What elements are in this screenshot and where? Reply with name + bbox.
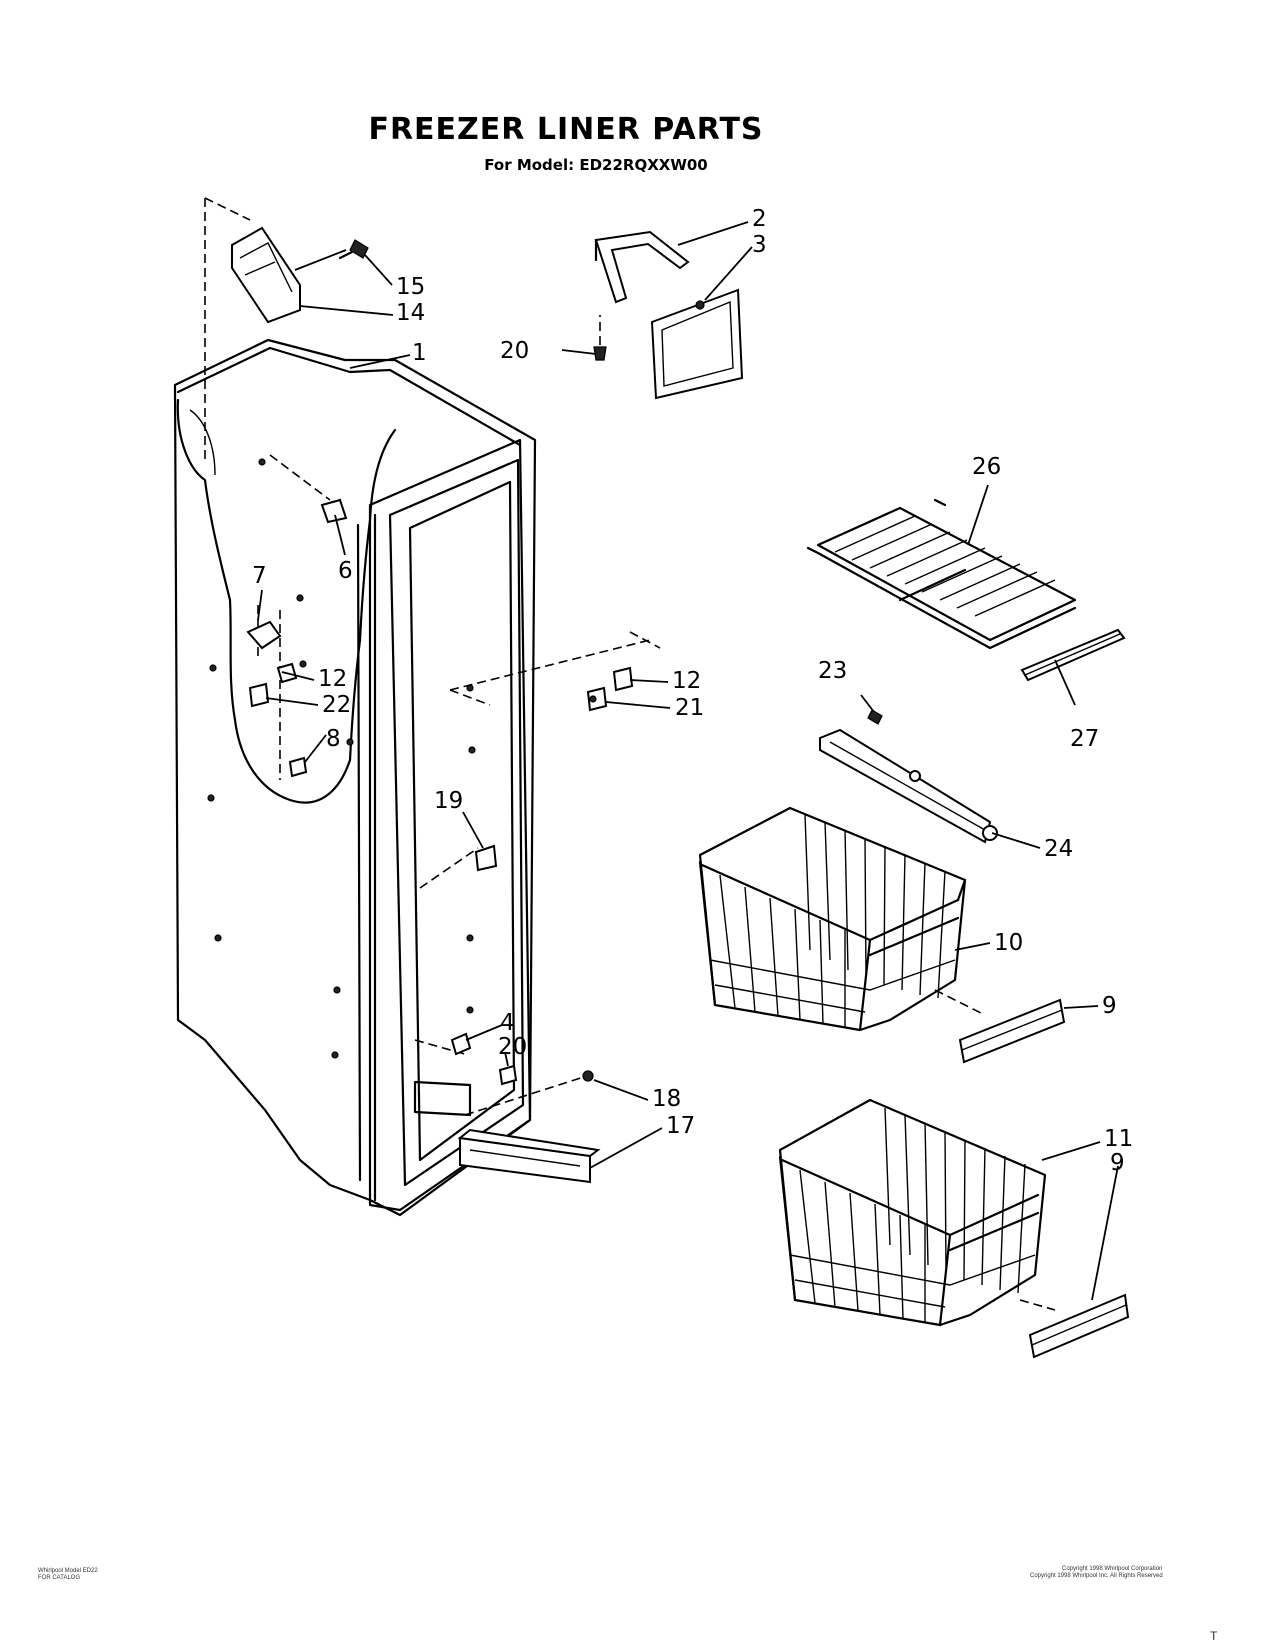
basket-trim-part [1028, 1293, 1130, 1359]
callout-12-left: 12 [318, 666, 348, 692]
callout-4: 4 [500, 1010, 515, 1036]
callout-7: 7 [252, 563, 267, 589]
callout-10: 10 [994, 930, 1024, 956]
callout-8: 8 [326, 726, 341, 752]
callout-9-upper: 9 [1102, 993, 1117, 1019]
corner-mark: T [1210, 1629, 1218, 1643]
phantom-lines [204, 197, 1056, 1311]
top-bracket-part [594, 230, 690, 304]
page-title: FREEZER LINER PARTS [368, 112, 764, 147]
callout-12-right: 12 [672, 668, 702, 694]
footer-left-line2: FOR CATALOG [38, 1575, 81, 1581]
upper-basket-part [698, 806, 967, 1032]
callout-11: 11 [1104, 1126, 1134, 1152]
wire-shelf-part [806, 498, 1077, 650]
callout-2: 2 [752, 206, 767, 232]
callout-27: 27 [1070, 726, 1100, 752]
screw-part [593, 346, 607, 361]
callout-18: 18 [652, 1086, 682, 1112]
callout-17: 17 [666, 1113, 696, 1139]
hinge-bracket-part [231, 226, 301, 324]
clip-parts [246, 498, 634, 1086]
callout-26: 26 [972, 454, 1002, 480]
lower-basket-part [778, 1098, 1047, 1327]
callout-20-bottom: 20 [498, 1034, 528, 1060]
screw-part [338, 239, 369, 260]
footer-right-line2: Copyright 1998 Whirlpool Inc. All Rights… [1030, 1573, 1163, 1579]
callout-3: 3 [752, 232, 767, 258]
callout-20-top: 20 [500, 338, 530, 364]
leader-lines [257, 221, 1119, 1301]
model-subtitle: For Model: ED22RQXXW00 [484, 156, 708, 174]
bottom-rail-part [457, 1070, 601, 1184]
callout-6: 6 [338, 558, 353, 584]
callout-15: 15 [396, 274, 426, 300]
footer-left-line1: Whirlpool Model ED22 [38, 1568, 98, 1574]
callout-19: 19 [434, 788, 464, 814]
callout-23: 23 [818, 658, 848, 684]
freezer-liner-part [173, 338, 537, 1217]
footer-right-line1: Copyright 1998 Whirlpool Corporation [1062, 1566, 1163, 1572]
callout-14: 14 [396, 300, 426, 326]
callout-21: 21 [675, 695, 705, 721]
shelf-trim-part [1020, 628, 1126, 682]
cover-plate-part [650, 288, 744, 400]
basket-trim-part [958, 998, 1066, 1064]
callout-1: 1 [412, 340, 427, 366]
callout-22: 22 [322, 692, 352, 718]
callout-24: 24 [1044, 836, 1074, 862]
slide-rail-part [819, 709, 998, 844]
callout-9-lower: 9 [1110, 1150, 1125, 1176]
